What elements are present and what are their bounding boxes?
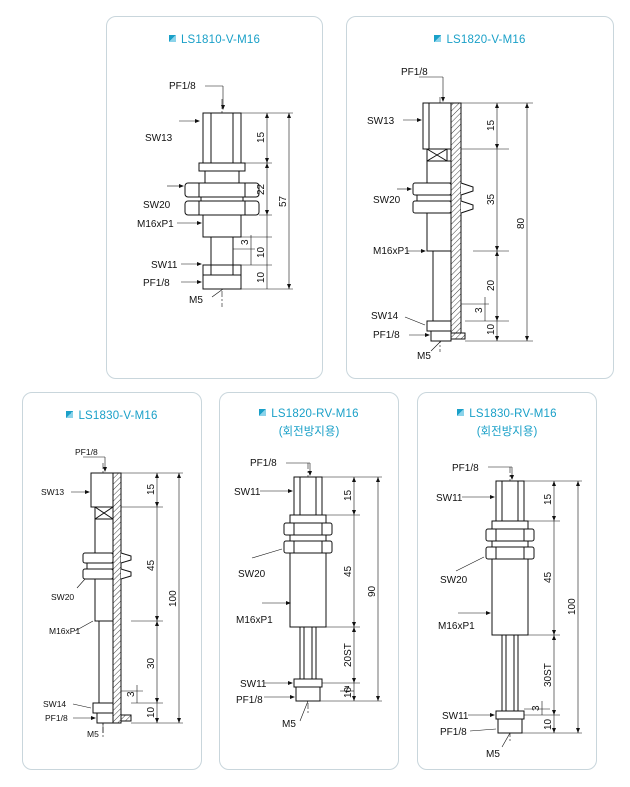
label-top-port: PF1/8 — [401, 67, 428, 78]
label-tip: M5 — [87, 729, 99, 739]
label-nut: SW20 — [51, 592, 74, 602]
label-bottom-port: PF1/8 — [373, 330, 400, 341]
dim-1: 15 — [486, 119, 497, 131]
label-nut: SW20 — [238, 569, 266, 580]
label-tip: M5 — [486, 749, 500, 760]
dim-2: 45 — [146, 559, 157, 571]
label-thread: M16xP1 — [373, 246, 410, 257]
title-marker-icon — [434, 35, 442, 42]
dim-1: 15 — [256, 131, 267, 143]
panel-title: LS1810-V-M16 — [107, 34, 322, 46]
panel-ls1830rv: LS1830-RV-M16 (회전방지용) — [417, 392, 597, 770]
panel-title-text: LS1820-RV-M16 — [271, 408, 359, 420]
dim-1: 15 — [343, 489, 354, 501]
drawing-ls1830: PF1/8 SW13 SW20 M16xP1 SW14 PF1/8 M5 15 … — [41, 447, 183, 739]
drawing-ls1810: PF1/8 SW13 SW20 M16xP1 SW11 PF1/8 M5 15 … — [137, 81, 293, 307]
dim-4: 3 — [474, 307, 485, 313]
label-thread: M16xP1 — [137, 219, 174, 230]
label-hex-top: SW11 — [234, 487, 261, 498]
label-bottom-port: PF1/8 — [45, 713, 68, 723]
label-hex-bottom: SW14 — [371, 311, 399, 322]
label-thread: M16xP1 — [236, 615, 273, 626]
panel-title-text: LS1830-RV-M16 — [469, 408, 557, 420]
panel-ls1830: LS1830-V-M16 — [22, 392, 202, 770]
dim-1: 15 — [543, 493, 554, 505]
panel-title-text: LS1810-V-M16 — [180, 34, 261, 46]
panel-subtitle: (회전방지용) — [278, 426, 340, 438]
dim-3: 30 — [146, 657, 157, 669]
title-marker-icon — [457, 409, 465, 416]
label-thread: M16xP1 — [49, 626, 80, 636]
dim-total: 100 — [168, 590, 179, 607]
dim-5: 10 — [343, 686, 354, 698]
drawing-ls1830rv: PF1/8 SW11 SW20 M16xP1 SW11 PF1/8 M5 15 … — [436, 463, 582, 760]
dim-2: 35 — [486, 193, 497, 205]
title-marker-icon — [168, 35, 176, 42]
label-bottom-port: PF1/8 — [236, 695, 263, 706]
label-bottom-port: PF1/8 — [440, 727, 467, 738]
panel-ls1820rv: LS1820-RV-M16 (회전방지용) — [219, 392, 399, 770]
label-hex-bottom: SW11 — [442, 711, 469, 722]
label-top-port: PF1/8 — [250, 458, 277, 469]
title-marker-icon — [66, 411, 74, 418]
label-bottom-port: PF1/8 — [143, 278, 170, 289]
label-hex-top: SW13 — [145, 133, 173, 144]
label-hex-top: SW13 — [367, 116, 395, 127]
panel-subtitle: (회전방지용) — [476, 426, 538, 438]
label-nut: SW20 — [143, 200, 171, 211]
dim-total: 80 — [516, 217, 527, 229]
label-hex-top: SW11 — [436, 493, 463, 504]
dim-4: 3 — [126, 691, 137, 697]
label-top-port: PF1/8 — [452, 463, 479, 474]
label-nut: SW20 — [440, 575, 468, 586]
dim-total: 57 — [278, 195, 289, 207]
label-hex-bottom: SW11 — [151, 260, 178, 271]
dim-2: 45 — [543, 571, 554, 583]
dim-3: 30ST — [543, 663, 554, 687]
panel-title-text: LS1820-V-M16 — [446, 34, 526, 46]
dim-total: 90 — [367, 585, 378, 597]
label-tip: M5 — [282, 719, 296, 730]
label-hex-bottom: SW11 — [240, 679, 267, 690]
label-hex-top: SW13 — [41, 487, 64, 497]
panel-title: LS1830-RV-M16 — [418, 408, 596, 420]
label-tip: M5 — [417, 351, 431, 362]
label-top-port: PF1/8 — [75, 447, 98, 457]
dim-4: 10 — [256, 246, 267, 258]
dim-3: 20 — [486, 279, 497, 291]
panel-title: LS1830-V-M16 — [23, 410, 201, 422]
label-top-port: PF1/8 — [169, 81, 196, 92]
dim-3: 20ST — [343, 643, 354, 667]
drawing-ls1820rv: PF1/8 SW11 SW20 M16xP1 SW11 PF1/8 M5 15 … — [234, 458, 382, 730]
title-marker-icon — [259, 409, 267, 416]
panel-ls1810: LS1810-V-M16 — [106, 16, 323, 379]
dim-5: 10 — [256, 271, 267, 283]
label-nut: SW20 — [373, 195, 401, 206]
dim-5: 10 — [486, 323, 497, 335]
label-thread: M16xP1 — [438, 621, 475, 632]
dim-4: 3 — [531, 705, 542, 711]
dim-1: 15 — [146, 483, 157, 495]
dim-total: 100 — [567, 598, 578, 615]
drawing-ls1820: PF1/8 SW13 SW20 M16xP1 SW14 PF1/8 M5 15 … — [367, 67, 533, 362]
panel-title-text: LS1830-V-M16 — [78, 410, 158, 422]
label-tip: M5 — [189, 295, 203, 306]
panel-title: LS1820-RV-M16 — [220, 408, 398, 420]
dim-3: 3 — [240, 239, 251, 245]
panel-title: LS1820-V-M16 — [347, 34, 613, 46]
dim-2: 22 — [256, 183, 267, 195]
panel-ls1820: LS1820-V-M16 — [346, 16, 614, 379]
dim-5: 10 — [543, 718, 554, 730]
label-hex-bottom: SW14 — [43, 699, 66, 709]
dim-2: 45 — [343, 565, 354, 577]
dim-5: 10 — [146, 706, 157, 718]
dim-4: 7 — [344, 685, 350, 696]
